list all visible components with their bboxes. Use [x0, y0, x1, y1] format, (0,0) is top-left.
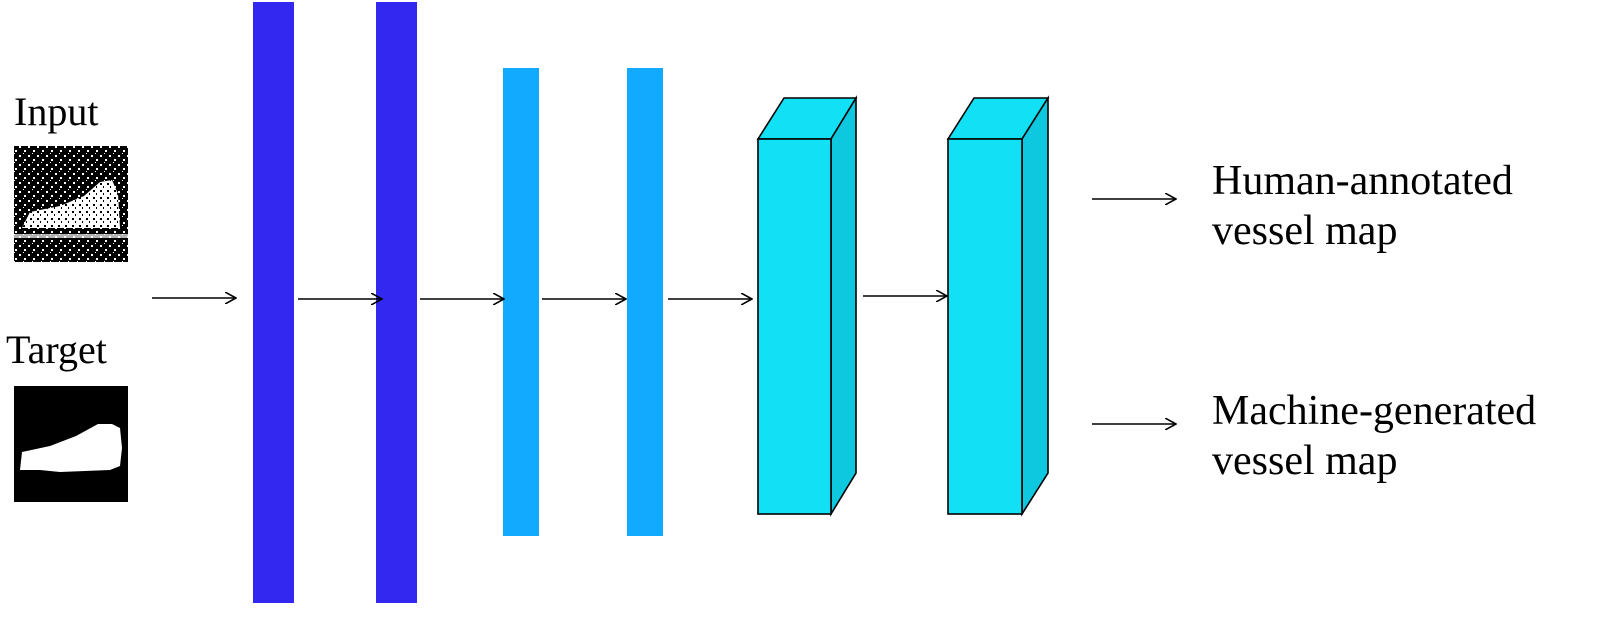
block-1-3d — [756, 95, 858, 517]
layer-1-bar — [253, 2, 294, 603]
output-label-line: vessel map — [1212, 438, 1398, 484]
output-label-line: Machine-generated — [1212, 388, 1537, 434]
layer-4-bar — [627, 68, 663, 536]
target-label: Target — [6, 327, 107, 372]
output-label-line: vessel map — [1212, 208, 1398, 254]
block-2-3d — [946, 95, 1050, 517]
layer-3-bar — [503, 68, 539, 536]
input-label: Input — [14, 89, 99, 134]
target-image — [14, 386, 128, 502]
output-label-human: Human-annotated vessel map — [1212, 156, 1513, 256]
output-label-machine: Machine-generated vessel map — [1212, 386, 1536, 486]
output-label-line: Human-annotated — [1212, 158, 1513, 204]
layer-2-bar — [376, 2, 417, 603]
input-image — [14, 146, 128, 262]
arrows — [152, 199, 1176, 424]
